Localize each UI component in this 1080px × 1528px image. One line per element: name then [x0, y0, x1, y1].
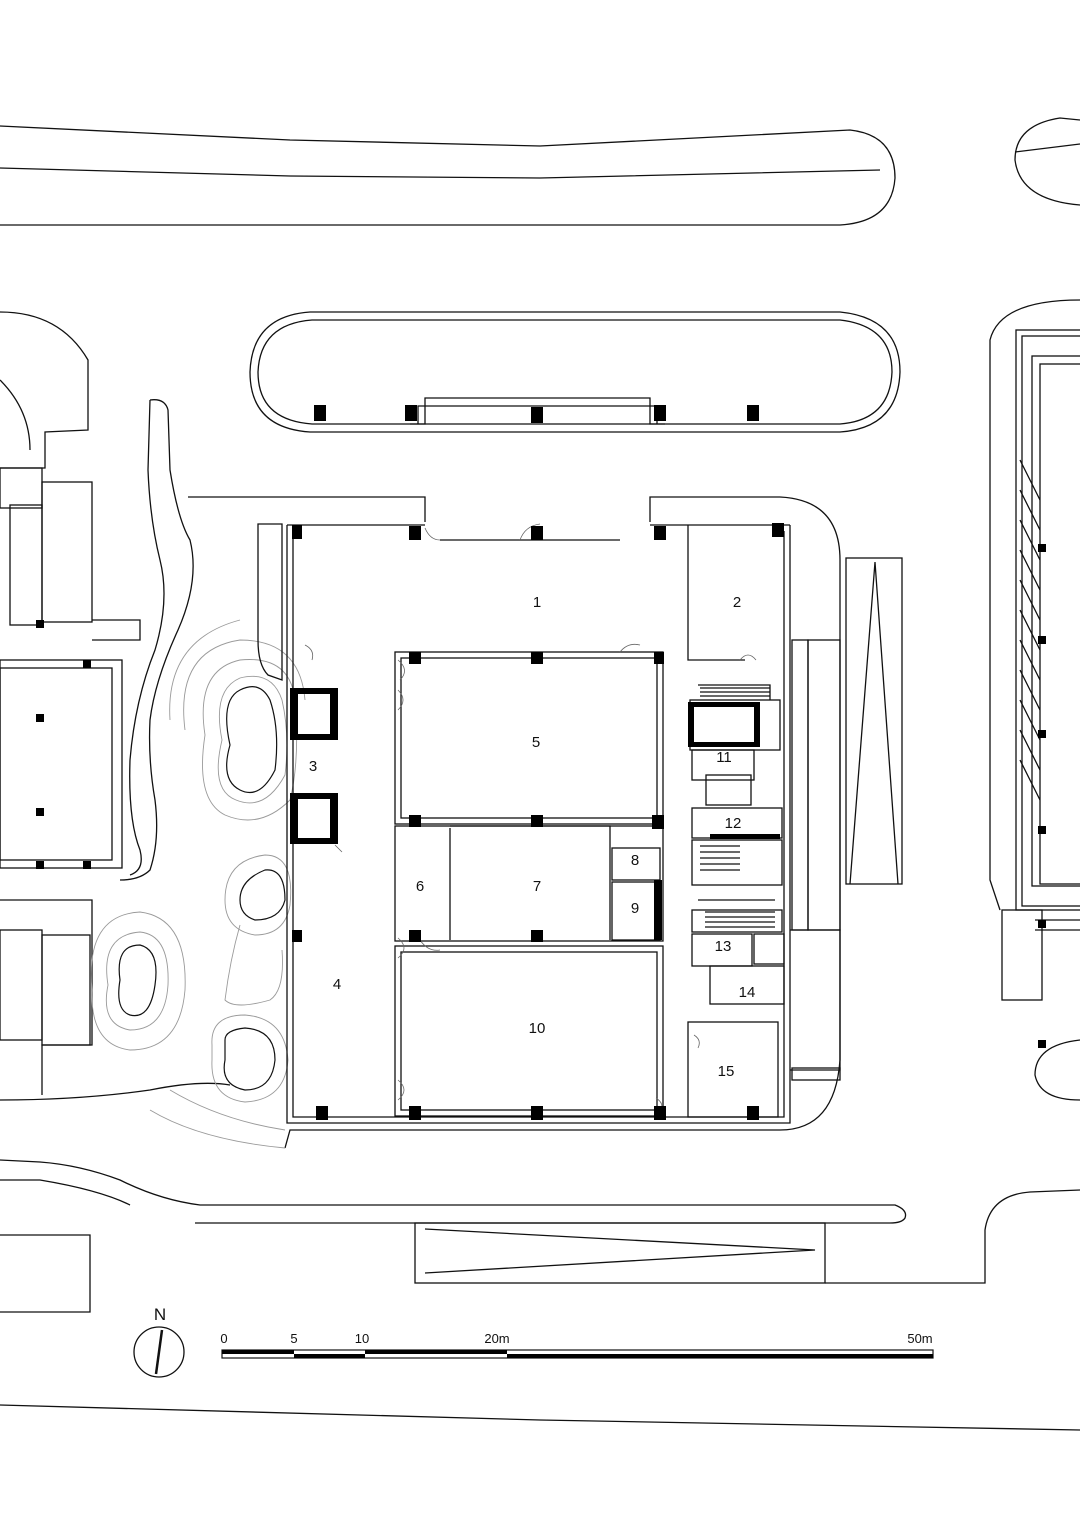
room-6-9-walls — [394, 825, 664, 942]
room-5-walls — [394, 651, 664, 825]
room-label-1: 1 — [533, 594, 541, 611]
room-label-4: 4 — [333, 976, 341, 993]
north-canopy — [249, 311, 901, 433]
door-swings — [304, 523, 757, 1111]
room-10-walls — [394, 945, 664, 1117]
room-label-9: 9 — [631, 900, 639, 917]
scale-tick-5: 5 — [290, 1331, 297, 1346]
scale-tick-10: 10 — [355, 1331, 369, 1346]
east-existing-building — [989, 299, 1080, 1101]
landscape-contours — [90, 619, 306, 1149]
top-median-strip — [0, 117, 1080, 226]
scale-bar: 0 5 10 20m 50m — [220, 1331, 934, 1359]
room-label-2: 2 — [733, 594, 741, 611]
room-labels: 1 2 3 4 5 6 7 8 9 10 11 12 13 14 15 — [309, 594, 756, 1080]
scale-tick-0: 0 — [220, 1331, 227, 1346]
room-label-5: 5 — [532, 734, 540, 751]
scale-tick-50m: 50m — [907, 1331, 932, 1346]
west-existing-building — [0, 311, 231, 1101]
room-label-13: 13 — [715, 938, 732, 955]
north-arrow-label: N — [154, 1305, 166, 1324]
scale-tick-20m: 20m — [484, 1331, 509, 1346]
east-ramp — [790, 557, 903, 1081]
room-label-6: 6 — [416, 878, 424, 895]
room-label-15: 15 — [718, 1063, 735, 1080]
south-road — [0, 1159, 1080, 1431]
north-arrow: N — [133, 1305, 185, 1378]
structural-columns — [36, 405, 1046, 1120]
room-label-7: 7 — [533, 878, 541, 895]
room-label-3: 3 — [309, 758, 317, 775]
room-label-8: 8 — [631, 852, 639, 869]
room-label-14: 14 — [739, 984, 756, 1001]
room-label-11: 11 — [716, 749, 732, 766]
room-label-10: 10 — [529, 1020, 546, 1037]
room-label-12: 12 — [725, 815, 742, 832]
